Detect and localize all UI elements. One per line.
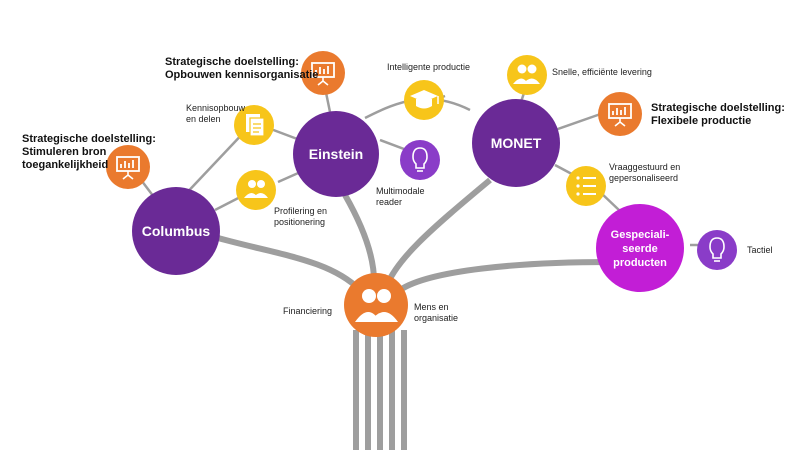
goal-left-line-3: toegankelijkheid <box>22 159 109 171</box>
mens-line-2: organisatie <box>414 313 459 323</box>
goal-top-label: Strategische doelstelling: Opbouwen kenn… <box>165 56 318 82</box>
icon-kennisopbouw <box>234 105 274 145</box>
goal-right-line-1: Strategische doelstelling: <box>651 102 785 114</box>
kennisopbouw-label: Kennisopbouw en delen <box>186 103 245 125</box>
node-gespecialiseerde: Gespeciali- seerde producten <box>596 204 684 292</box>
branch-gespecialiseerde <box>398 259 611 293</box>
goal-left-line-2: Stimuleren bron <box>22 146 107 158</box>
icon-snelle <box>507 55 547 95</box>
branch-einstein <box>342 193 378 286</box>
icon-goal-left <box>106 145 150 189</box>
goal-left-label: Strategische doelstelling: Stimuleren br… <box>22 133 156 172</box>
profilering-line-1: Profilering en <box>274 206 328 216</box>
node-gespecialiseerde-line-2: seerde <box>622 243 657 255</box>
financiering-label: Financiering <box>283 306 333 316</box>
intelligente-label: Intelligente productie <box>387 62 471 72</box>
kennisopbouw-line-1: Kennisopbouw <box>186 103 246 113</box>
mens-line-1: Mens en <box>414 302 449 312</box>
multimodale-label: Multimodale reader <box>376 186 425 208</box>
node-columbus-label: Columbus <box>142 223 211 239</box>
goal-right-line-2: Flexibele productie <box>651 115 752 127</box>
vraaggestuurd-line-2: gepersonaliseerd <box>609 173 679 183</box>
branch-columbus <box>217 235 363 293</box>
vraaggestuurd-label: Vraaggestuurd en gepersonaliseerd <box>609 162 680 184</box>
goal-right-label: Strategische doelstelling: Flexibele pro… <box>651 102 785 128</box>
trunk <box>217 177 611 450</box>
mens-label: Mens en organisatie <box>414 302 458 324</box>
vraaggestuurd-line-1: Vraaggestuurd en <box>609 162 681 172</box>
multimodale-line-1: Multimodale <box>376 186 425 196</box>
node-einstein: Einstein <box>293 111 379 197</box>
icon-profilering <box>236 170 276 210</box>
kennisopbouw-line-2: en delen <box>186 114 221 124</box>
icon-intelligente <box>404 80 444 120</box>
node-columbus: Columbus <box>132 187 220 275</box>
node-monet: MONET <box>472 99 560 187</box>
multimodale-line-2: reader <box>376 197 403 207</box>
icon-multimodale <box>400 140 440 180</box>
node-einstein-label: Einstein <box>309 146 363 162</box>
tactiel-label: Tactiel <box>747 245 773 255</box>
icon-mens <box>344 273 408 337</box>
profilering-label: Profilering en positionering <box>274 206 327 228</box>
goal-top-line-2: Opbouwen kennisorganisatie <box>165 69 319 81</box>
goal-top-line-1: Strategische doelstelling: <box>165 56 299 68</box>
icon-tactiel <box>697 230 737 270</box>
node-gespecialiseerde-line-1: Gespeciali- <box>611 229 670 241</box>
icon-vraaggestuurd <box>566 166 606 206</box>
node-gespecialiseerde-line-3: producten <box>613 257 667 269</box>
goal-left-line-1: Strategische doelstelling: <box>22 133 156 145</box>
icon-goal-top <box>301 51 345 95</box>
icon-goal-right <box>598 92 642 136</box>
node-monet-label: MONET <box>491 135 542 151</box>
profilering-line-2: positionering <box>274 217 326 227</box>
snelle-label: Snelle, efficiënte levering <box>552 67 652 77</box>
